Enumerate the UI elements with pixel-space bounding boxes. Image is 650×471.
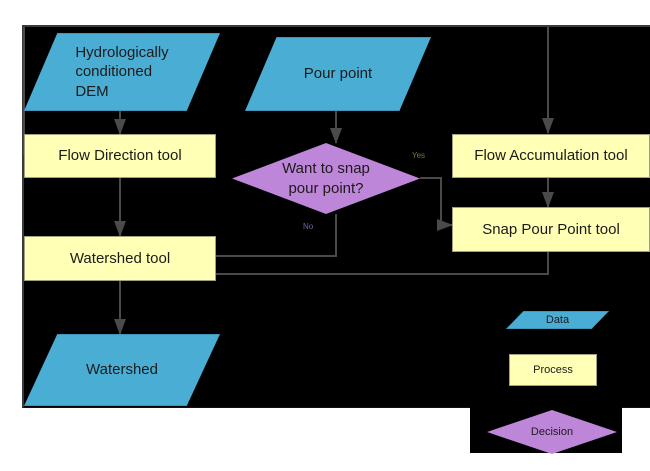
node-label: Pour point bbox=[303, 65, 373, 83]
node-watershed[interactable]: Watershed bbox=[24, 334, 220, 406]
node-flow-accumulation-tool[interactable]: Flow Accumulation tool bbox=[452, 134, 650, 178]
node-label: Want to snap pour point? bbox=[282, 160, 370, 197]
legend-label: Process bbox=[533, 363, 573, 376]
node-label: Watershed bbox=[86, 361, 158, 379]
node-label: Snap Pour Point tool bbox=[482, 220, 620, 238]
legend-label: Decision bbox=[530, 425, 574, 438]
node-pour-point[interactable]: Pour point bbox=[245, 37, 431, 111]
node-hydrologically-conditioned-dem[interactable]: Hydrologically conditioned DEM bbox=[24, 33, 220, 111]
node-label: Hydrologically conditioned DEM bbox=[75, 44, 169, 100]
node-label: Flow Direction tool bbox=[58, 147, 182, 165]
legend-item-data: Data bbox=[506, 311, 609, 329]
node-label: Watershed tool bbox=[69, 249, 171, 267]
legend-item-process: Process bbox=[509, 354, 597, 386]
legend-label: Data bbox=[545, 313, 570, 326]
node-watershed-tool[interactable]: Watershed tool bbox=[24, 236, 216, 281]
node-snap-pour-point-tool[interactable]: Snap Pour Point tool bbox=[452, 207, 650, 252]
branch-label-no: No bbox=[303, 222, 314, 231]
node-label: Flow Accumulation tool bbox=[474, 147, 628, 165]
branch-label-yes: Yes bbox=[412, 151, 426, 160]
node-flow-direction-tool[interactable]: Flow Direction tool bbox=[24, 134, 216, 178]
